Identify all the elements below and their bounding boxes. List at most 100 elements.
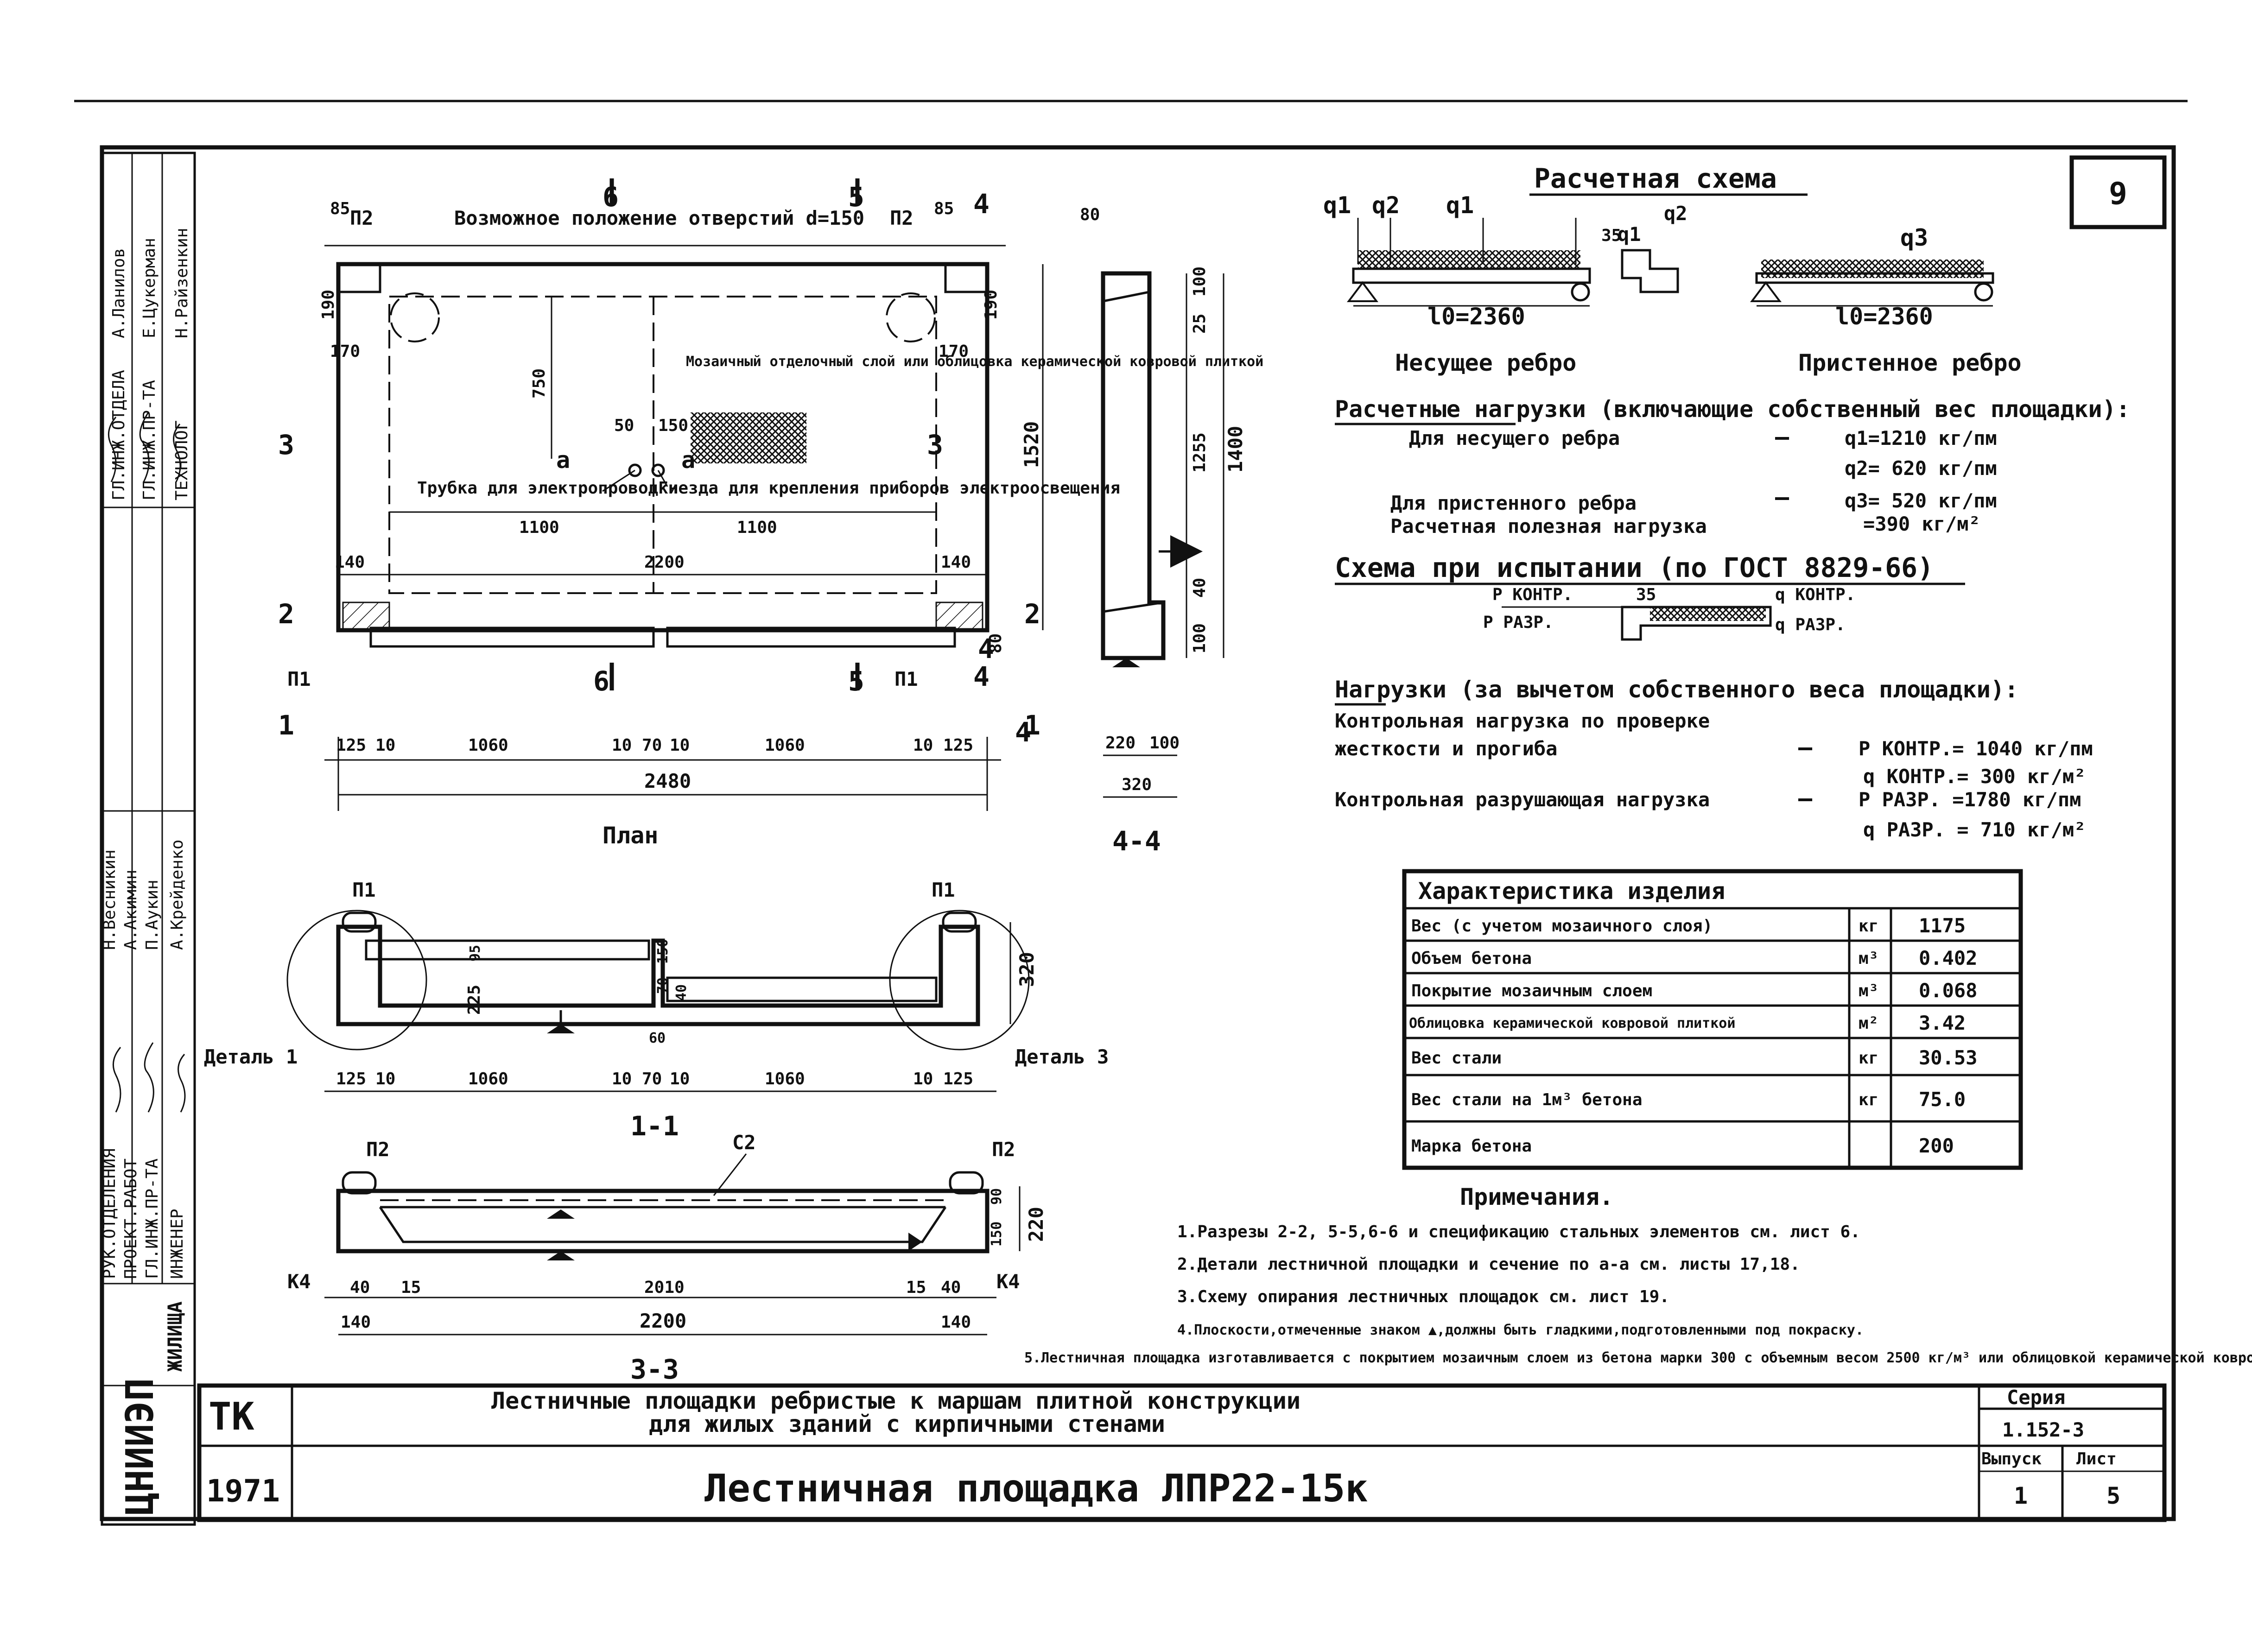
title-block: ТК 1971 Лестничные площадки ребристые к … — [197, 1383, 2167, 1522]
svg-text:1060: 1060 — [765, 1070, 805, 1089]
svg-text:П1: П1 — [932, 879, 955, 901]
svg-text:—: — — [1798, 734, 1813, 761]
svg-text:60: 60 — [649, 1030, 666, 1046]
svg-text:Р КОНТР.: Р КОНТР. — [1492, 585, 1573, 604]
left-stamp: ГЛ.ИНЖ.ОТДЕЛА ГЛ.ИНЖ.ПР-ТА ТЕХНОЛОГ А.Ла… — [100, 152, 196, 1526]
svg-text:30.53: 30.53 — [1919, 1046, 1977, 1069]
sheet-number-box — [2069, 155, 2167, 229]
svg-text:1060: 1060 — [765, 736, 805, 755]
svg-text:125: 125 — [943, 736, 973, 755]
section-3-3-caption: 3-3 — [630, 1354, 679, 1385]
svg-text:А.Крейденко: А.Крейденко — [168, 840, 187, 950]
section-1-1-caption: 1-1 — [630, 1110, 679, 1142]
svg-text:5.Лестничная площадка изготавл: 5.Лестничная площадка изготавливается с … — [1024, 1350, 2252, 1366]
mark-p1-left: П1 — [287, 668, 311, 690]
svg-text:1175: 1175 — [1919, 914, 1966, 937]
svg-text:Вес стали: Вес стали — [1411, 1049, 1502, 1068]
svg-text:Р КОНТР.= 1040 кг/пм: Р КОНТР.= 1040 кг/пм — [1859, 737, 2093, 760]
svg-text:10: 10 — [612, 736, 632, 755]
svg-text:190: 190 — [982, 290, 1001, 320]
svg-text:Облицовка керамической коврово: Облицовка керамической ковровой плиткой — [1409, 1015, 1735, 1032]
calc-loads-heading: Расчетные нагрузки (включающие собственн… — [1335, 396, 2130, 423]
svg-text:10: 10 — [670, 736, 690, 755]
svg-text:1.Разрезы 2-2, 5-5,6-6 и специ: 1.Разрезы 2-2, 5-5,6-6 и спецификацию ст… — [1177, 1222, 1860, 1241]
svg-text:10: 10 — [670, 1070, 690, 1089]
svg-text:3.42: 3.42 — [1919, 1012, 1966, 1034]
svg-text:140: 140 — [941, 1313, 971, 1332]
svg-text:40: 40 — [350, 1278, 370, 1297]
svg-text:4: 4 — [973, 188, 990, 220]
svg-text:ГЛ.ИНЖ.ПР-ТА: ГЛ.ИНЖ.ПР-ТА — [140, 380, 159, 500]
svg-text:l0=2360: l0=2360 — [1835, 303, 1933, 330]
svg-text:70: 70 — [655, 977, 671, 994]
svg-text:—: — — [1775, 424, 1789, 450]
year-label: 1971 — [206, 1473, 280, 1509]
test-scheme: Схема при испытании (по ГОСТ 8829-66) Р … — [1335, 552, 1965, 641]
svg-text:Лист: Лист — [2076, 1449, 2117, 1468]
svg-text:Р РАЗР. =1780 кг/пм: Р РАЗР. =1780 кг/пм — [1859, 788, 2081, 811]
svg-text:6: 6 — [593, 665, 609, 697]
svg-text:м³: м³ — [1859, 981, 1878, 1000]
sheet-number: 9 — [2109, 176, 2127, 211]
subject-line-2: для жилых зданий с кирпичными стенами — [649, 1411, 1165, 1437]
svg-text:15: 15 — [906, 1278, 926, 1297]
svg-text:225: 225 — [465, 985, 484, 1015]
svg-text:Вес стали на 1м³ бетона: Вес стали на 1м³ бетона — [1411, 1090, 1643, 1109]
svg-text:кг: кг — [1859, 1090, 1878, 1109]
svg-text:0.068: 0.068 — [1919, 979, 1977, 1002]
svg-text:А.Ланилов: А.Ланилов — [109, 248, 128, 338]
svg-text:Покрытие мозаичным слоем: Покрытие мозаичным слоем — [1411, 981, 1652, 1000]
calc-right-label: Пристенное ребро — [1798, 349, 2022, 376]
svg-text:140: 140 — [335, 553, 365, 572]
svg-text:м³: м³ — [1859, 949, 1878, 968]
calc-scheme-title: Расчетная схема — [1534, 163, 1777, 194]
svg-text:190: 190 — [319, 290, 338, 320]
svg-text:4: 4 — [1015, 716, 1031, 748]
svg-text:1: 1 — [2014, 1482, 2028, 1509]
svg-text:80: 80 — [1080, 205, 1100, 224]
detail-3-label: Деталь 3 — [1015, 1045, 1109, 1068]
svg-text:П.Аукин: П.Аукин — [143, 880, 162, 950]
svg-text:Н.Райзенкин: Н.Райзенкин — [172, 228, 191, 338]
svg-text:1060: 1060 — [468, 1070, 508, 1089]
table-header: Характеристика изделия — [1418, 878, 1725, 905]
svg-text:1100: 1100 — [737, 518, 777, 537]
main-title: Лестничная площадка ЛПР22-15к — [704, 1467, 1368, 1511]
svg-text:l0=2360: l0=2360 — [1427, 303, 1525, 330]
svg-text:80: 80 — [986, 633, 1005, 653]
svg-text:40: 40 — [673, 984, 690, 1001]
note-mosaic: Мозаичный отделочный слой или облицовка … — [686, 354, 1263, 370]
svg-text:кг: кг — [1859, 1049, 1878, 1068]
svg-text:90: 90 — [989, 1188, 1005, 1205]
svg-text:140: 140 — [341, 1313, 371, 1332]
svg-text:q2: q2 — [1372, 192, 1400, 219]
svg-text:Объем бетона: Объем бетона — [1411, 949, 1532, 968]
svg-text:2010: 2010 — [644, 1278, 685, 1297]
svg-text:40: 40 — [941, 1278, 961, 1297]
svg-text:1: 1 — [1024, 709, 1040, 741]
svg-text:q КОНТР.: q КОНТР. — [1775, 585, 1855, 604]
svg-text:75.0: 75.0 — [1919, 1088, 1966, 1111]
svg-text:125: 125 — [336, 736, 366, 755]
svg-text:0.402: 0.402 — [1919, 947, 1977, 969]
svg-text:ГЛ.ИНЖ.ПР-ТА: ГЛ.ИНЖ.ПР-ТА — [143, 1158, 162, 1279]
svg-text:10: 10 — [612, 1070, 632, 1089]
calc-loads: Расчетные нагрузки (включающие собственн… — [1335, 396, 2130, 538]
test-loads: Нагрузки (за вычетом собственного веса п… — [1335, 676, 2093, 841]
svg-text:100: 100 — [1190, 266, 1209, 297]
svg-text:320: 320 — [1122, 775, 1152, 794]
svg-text:1255: 1255 — [1190, 432, 1209, 473]
svg-text:3: 3 — [278, 429, 294, 461]
plan-view: П2 П2 П1 П1 Возможное положение отверсти… — [278, 178, 1263, 849]
svg-text:Для несущего ребра: Для несущего ребра — [1409, 427, 1620, 449]
svg-text:140: 140 — [941, 553, 971, 572]
section-4-4-caption: 4-4 — [1112, 825, 1161, 857]
svg-text:10: 10 — [913, 1070, 933, 1089]
svg-text:П2: П2 — [992, 1138, 1015, 1161]
mark-p2-right: П2 — [890, 207, 913, 229]
svg-text:5: 5 — [2106, 1482, 2120, 1509]
notes-heading: Примечания. — [1460, 1184, 1613, 1210]
plan-overall-height: 1520 — [1020, 421, 1043, 468]
svg-text:70: 70 — [642, 736, 662, 755]
